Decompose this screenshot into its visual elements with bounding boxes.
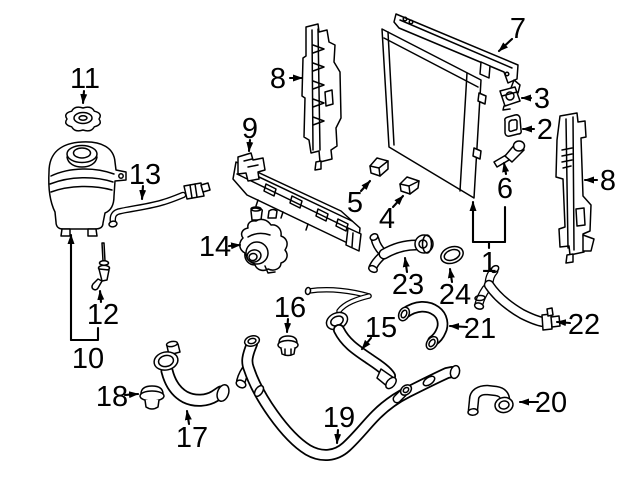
callout-leader-4 <box>391 194 405 209</box>
part-mount-clip-illustration <box>499 86 521 111</box>
part-tank-hose-illustration <box>153 340 230 407</box>
part-right-side-bracket-illustration <box>555 112 595 264</box>
callout-label-10: 10 <box>72 343 104 375</box>
callout-label-18: 18 <box>96 381 128 413</box>
callout-label-8L: 8 <box>270 63 286 95</box>
callout-label-3: 3 <box>534 83 550 115</box>
part-long-lower-hose-illustration <box>235 335 461 461</box>
part-grommet-illustration <box>504 114 522 137</box>
callout-leader-6 <box>502 161 510 176</box>
part-o-ring-illustration <box>440 245 464 265</box>
part-blanking-plug-illustration <box>139 385 165 410</box>
callout-label-6: 6 <box>497 173 513 205</box>
callout-leader-7 <box>497 37 514 53</box>
callout-label-19: 19 <box>323 402 355 434</box>
callout-leader-16 <box>284 317 292 334</box>
callout-label-13: 13 <box>129 159 161 191</box>
callout-label-21: 21 <box>464 313 496 345</box>
part-right-hose-illustration <box>473 264 561 331</box>
part-thermostat-illustration <box>239 206 288 274</box>
callout-leader-21 <box>448 323 469 331</box>
callout-label-11: 11 <box>70 63 100 95</box>
callout-label-4: 4 <box>379 203 395 235</box>
callout-leader-19 <box>334 428 342 445</box>
callout-leader-14 <box>227 242 242 250</box>
callout-leader-9 <box>246 138 254 153</box>
callout-leader-23 <box>402 256 410 274</box>
part-tank-cap-illustration <box>65 106 101 132</box>
part-upper-hose-illustration <box>367 233 434 274</box>
part-small-cap-illustration <box>277 335 299 357</box>
callout-leader-17 <box>184 409 192 426</box>
callout-leader-22 <box>555 319 572 327</box>
part-upper-support-bar-illustration <box>393 13 521 94</box>
part-left-side-bracket-illustration <box>301 23 342 171</box>
callout-label-8R: 8 <box>600 165 616 197</box>
callout-leader-18 <box>123 391 140 399</box>
callout-label-15: 15 <box>365 312 397 344</box>
callout-label-17: 17 <box>176 422 208 454</box>
part-expansion-tank-illustration <box>48 141 127 237</box>
callout-leader-5 <box>359 179 372 193</box>
part-sensor-a-illustration <box>369 157 389 177</box>
callout-label-7: 7 <box>510 13 526 45</box>
callout-leader-13 <box>139 184 147 201</box>
callout-label-2: 2 <box>537 114 553 146</box>
part-drain-plug-illustration <box>493 140 526 168</box>
callout-leader-12 <box>97 289 105 304</box>
callout-leader-11 <box>80 89 88 105</box>
callout-label-12: 12 <box>87 299 119 331</box>
callout-leader-24 <box>447 267 455 284</box>
callout-label-9: 9 <box>242 113 258 145</box>
part-u-hose-illustration <box>397 301 449 351</box>
callout-label-5: 5 <box>347 187 363 219</box>
callout-label-14: 14 <box>199 231 231 263</box>
part-sensor-b-illustration <box>399 176 420 195</box>
part-elbow-hose-illustration <box>467 384 514 416</box>
callout-label-16: 16 <box>274 292 306 324</box>
callout-leader-15 <box>360 336 373 351</box>
callout-label-1: 1 <box>481 247 497 279</box>
callout-label-24: 24 <box>439 279 471 311</box>
part-level-sensor-illustration <box>91 242 111 291</box>
part-middle-hose-illustration <box>304 286 397 390</box>
callout-label-22: 22 <box>568 309 600 341</box>
part-vent-hose-illustration <box>108 182 211 228</box>
callout-label-23: 23 <box>392 269 424 301</box>
callout-label-20: 20 <box>535 387 567 419</box>
callout-leader-10 <box>69 326 100 342</box>
part-radiator-illustration <box>381 28 491 199</box>
part-lower-support-panel-illustration <box>232 152 362 252</box>
